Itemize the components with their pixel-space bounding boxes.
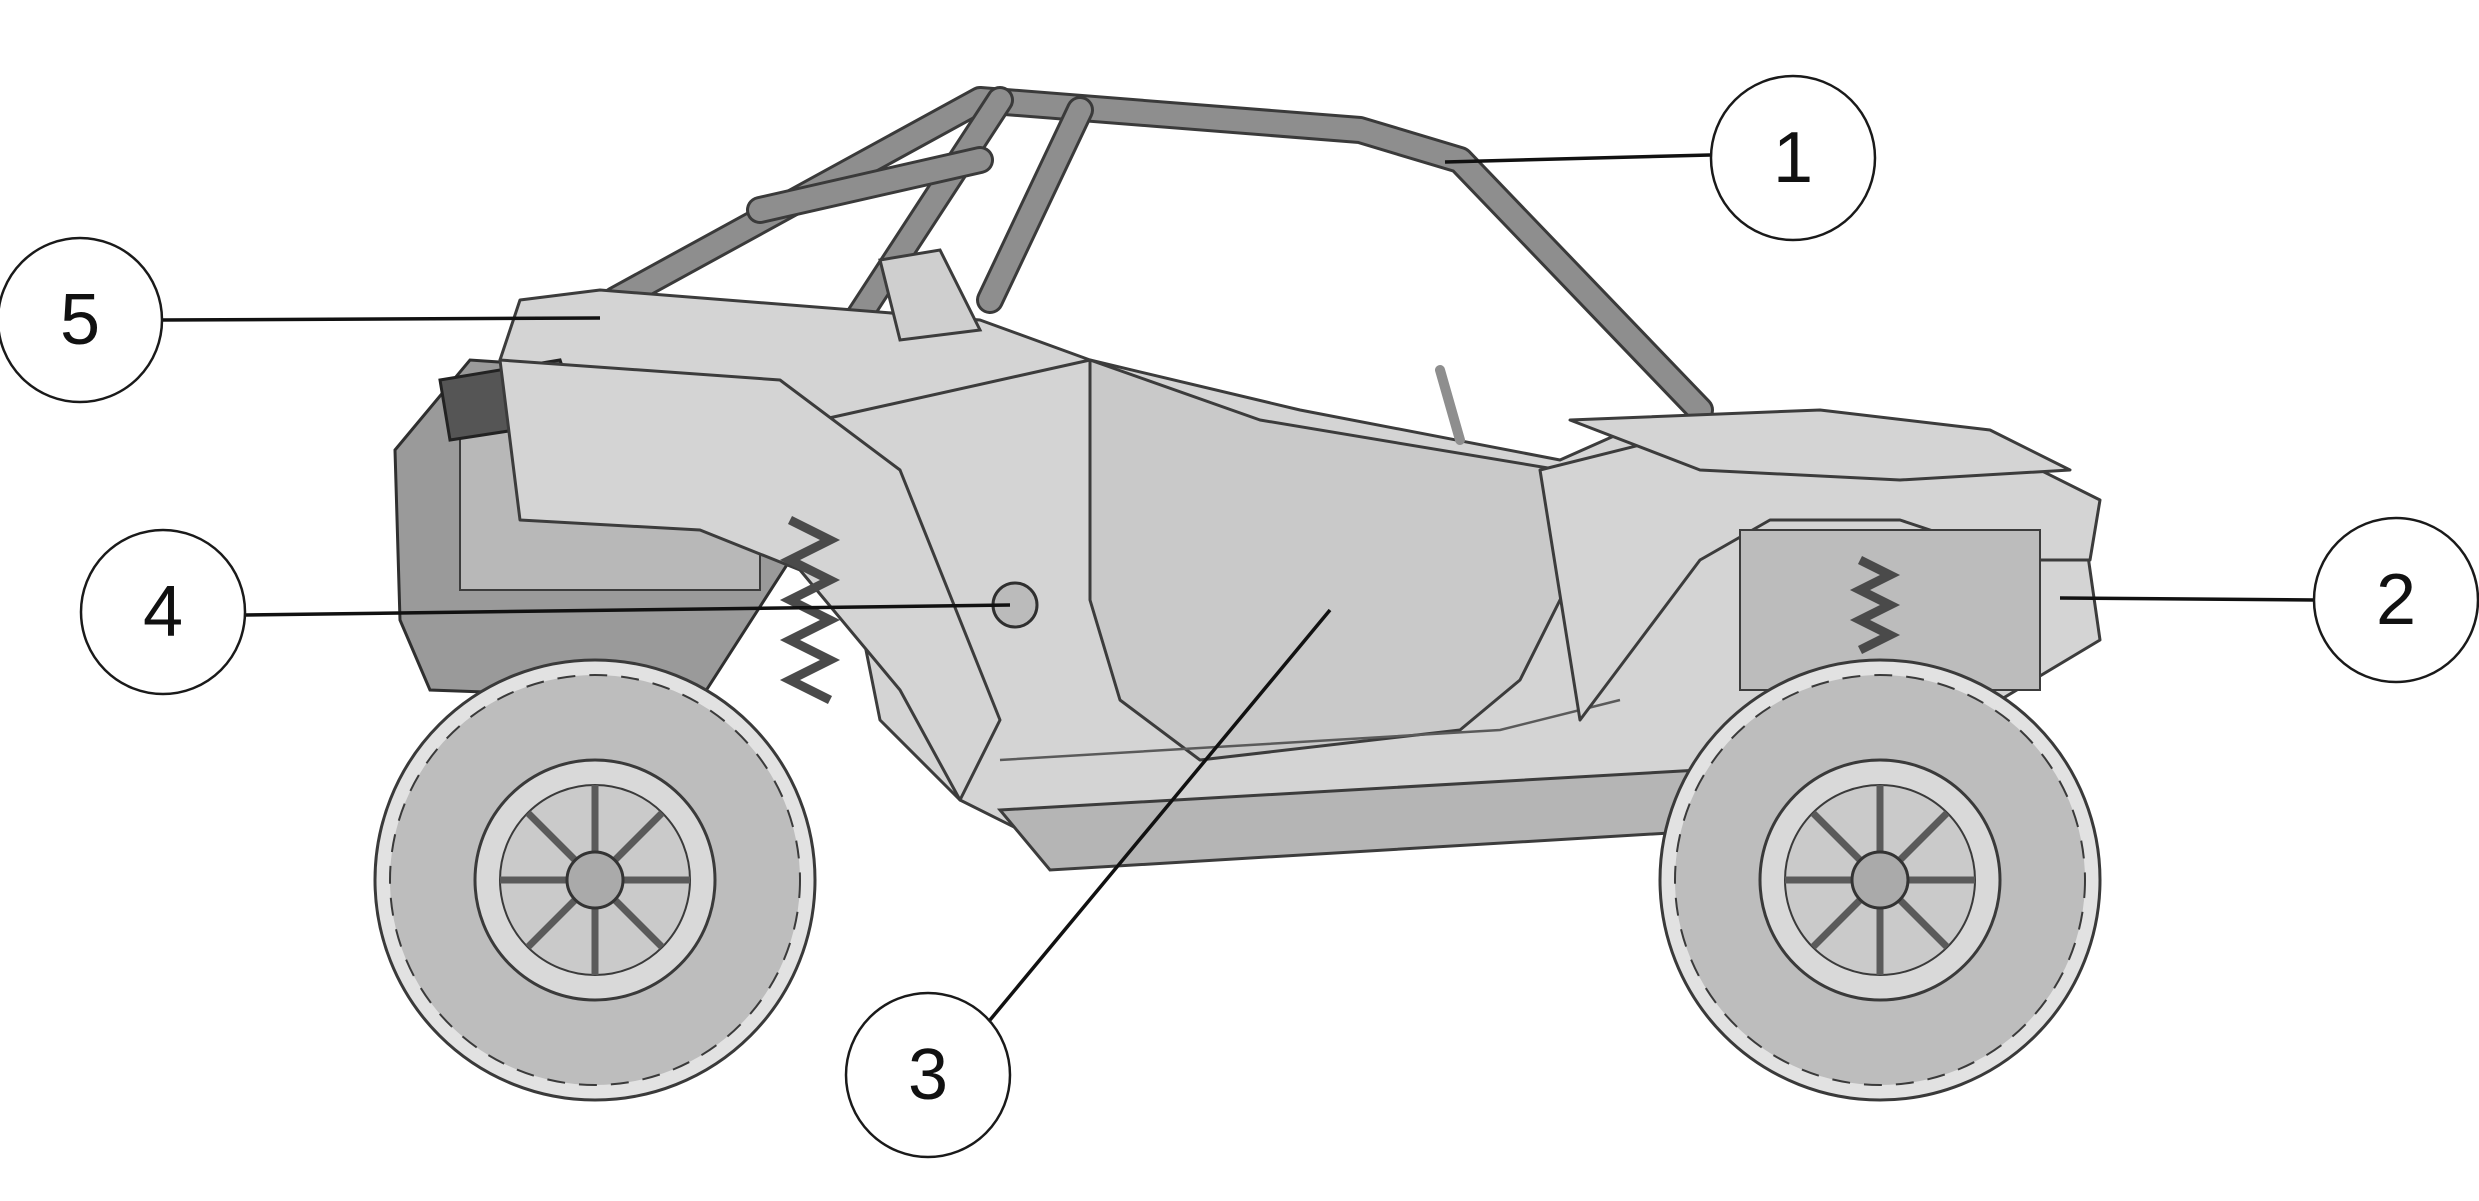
hood [1568, 408, 2072, 482]
leader-lines [159, 153, 2316, 1022]
callout-2-label: 2 [2376, 560, 2416, 640]
door-panel [1088, 358, 1582, 762]
roll-cage [601, 86, 1714, 424]
leader-line-5 [159, 316, 601, 322]
callout-5-label: 5 [60, 280, 100, 360]
seat-back [878, 248, 983, 342]
front-shock-spring [1849, 555, 1901, 655]
callout-5: 5 [0, 236, 164, 404]
rear-wheel [373, 658, 817, 1102]
callout-1-label: 1 [1773, 118, 1813, 198]
callout-1: 1 [1709, 74, 1877, 242]
callout-3: 3 [844, 991, 1012, 1159]
callout-4: 4 [79, 528, 247, 696]
callout-4-label: 4 [143, 572, 183, 652]
leader-line-1 [1444, 153, 1711, 164]
steering-column [1435, 365, 1465, 445]
front-wheel [1658, 658, 2102, 1102]
vehicle-illustration [373, 86, 2102, 1102]
rear-fender [498, 358, 1002, 802]
rear-shock-spring [779, 515, 841, 705]
leader-line-4 [244, 603, 1011, 617]
leader-line-2 [2059, 596, 2316, 602]
callout-3-label: 3 [908, 1035, 948, 1115]
callout-2: 2 [2312, 516, 2479, 684]
leader-line-3 [988, 608, 1332, 1022]
